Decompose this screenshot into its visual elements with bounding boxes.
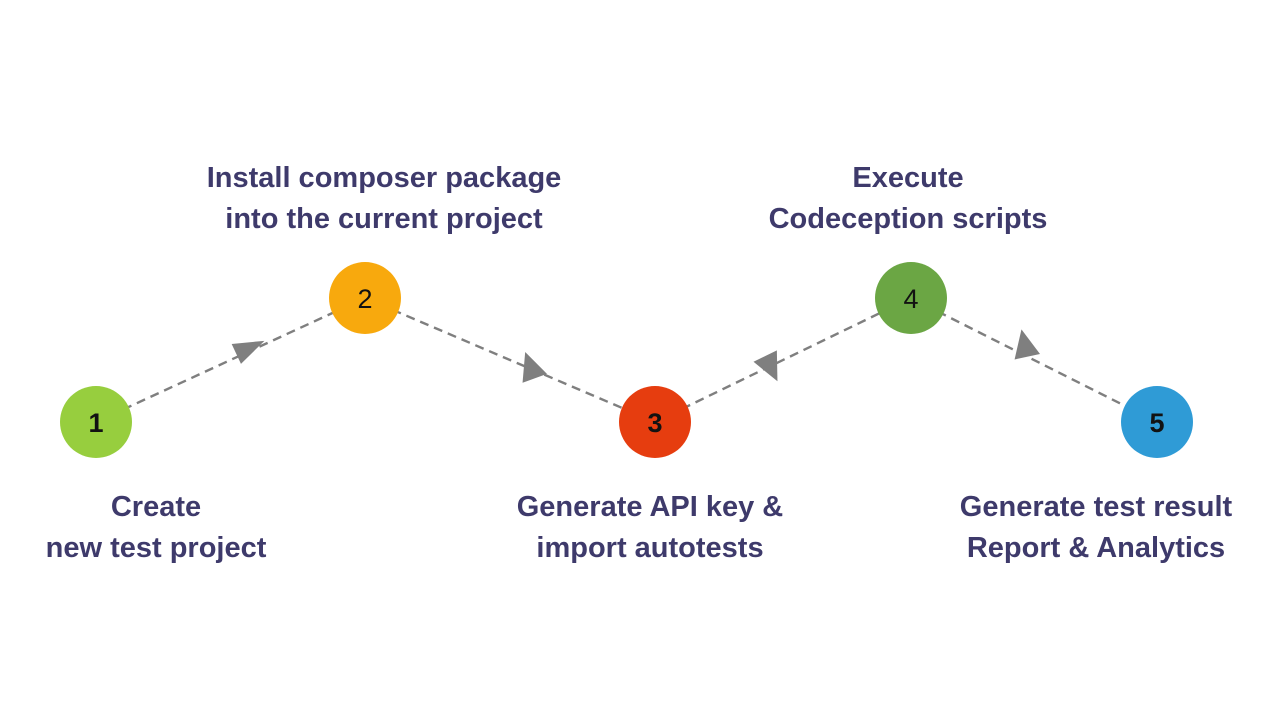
step-5-label-line-2: Report & Analytics xyxy=(967,532,1225,564)
triangle-arrowhead-1-icon xyxy=(231,340,265,364)
step-3-label-line-2: import autotests xyxy=(536,532,763,564)
step-1-label-line-2: new test project xyxy=(46,532,267,564)
step-1-label-line-1: Create xyxy=(111,491,201,523)
step-4-label-line-1: Execute xyxy=(852,162,963,194)
step-1-circle xyxy=(60,386,132,458)
connector-line-step4-step5 xyxy=(910,296,1158,424)
connector-line-step2-step3 xyxy=(364,296,656,424)
step-4-number: 4 xyxy=(903,284,918,314)
triangle-arrowhead-4-icon xyxy=(1014,329,1041,360)
step-2-circle xyxy=(329,262,401,334)
step-3-circle xyxy=(619,386,691,458)
step-2-label-line-1: Install composer package xyxy=(207,162,562,194)
step-3-number: 3 xyxy=(647,408,662,438)
step-4-label-line-2: Codeception scripts xyxy=(769,203,1048,235)
step-5-number: 5 xyxy=(1149,408,1164,438)
triangle-arrowhead-3-icon xyxy=(753,350,778,382)
step-2-number: 2 xyxy=(357,284,372,314)
step-4-circle xyxy=(875,262,947,334)
step-2-label-line-2: into the current project xyxy=(225,203,543,235)
step-3-label-line-1: Generate API key & xyxy=(517,491,784,523)
triangle-arrowhead-2-icon xyxy=(522,352,547,383)
step-1-number: 1 xyxy=(88,408,103,438)
step-5-label-line-1: Generate test result xyxy=(960,491,1233,523)
connector-line-step3-step4 xyxy=(654,296,912,424)
step-5-circle xyxy=(1121,386,1193,458)
connector-line-step1-step2 xyxy=(95,296,366,424)
